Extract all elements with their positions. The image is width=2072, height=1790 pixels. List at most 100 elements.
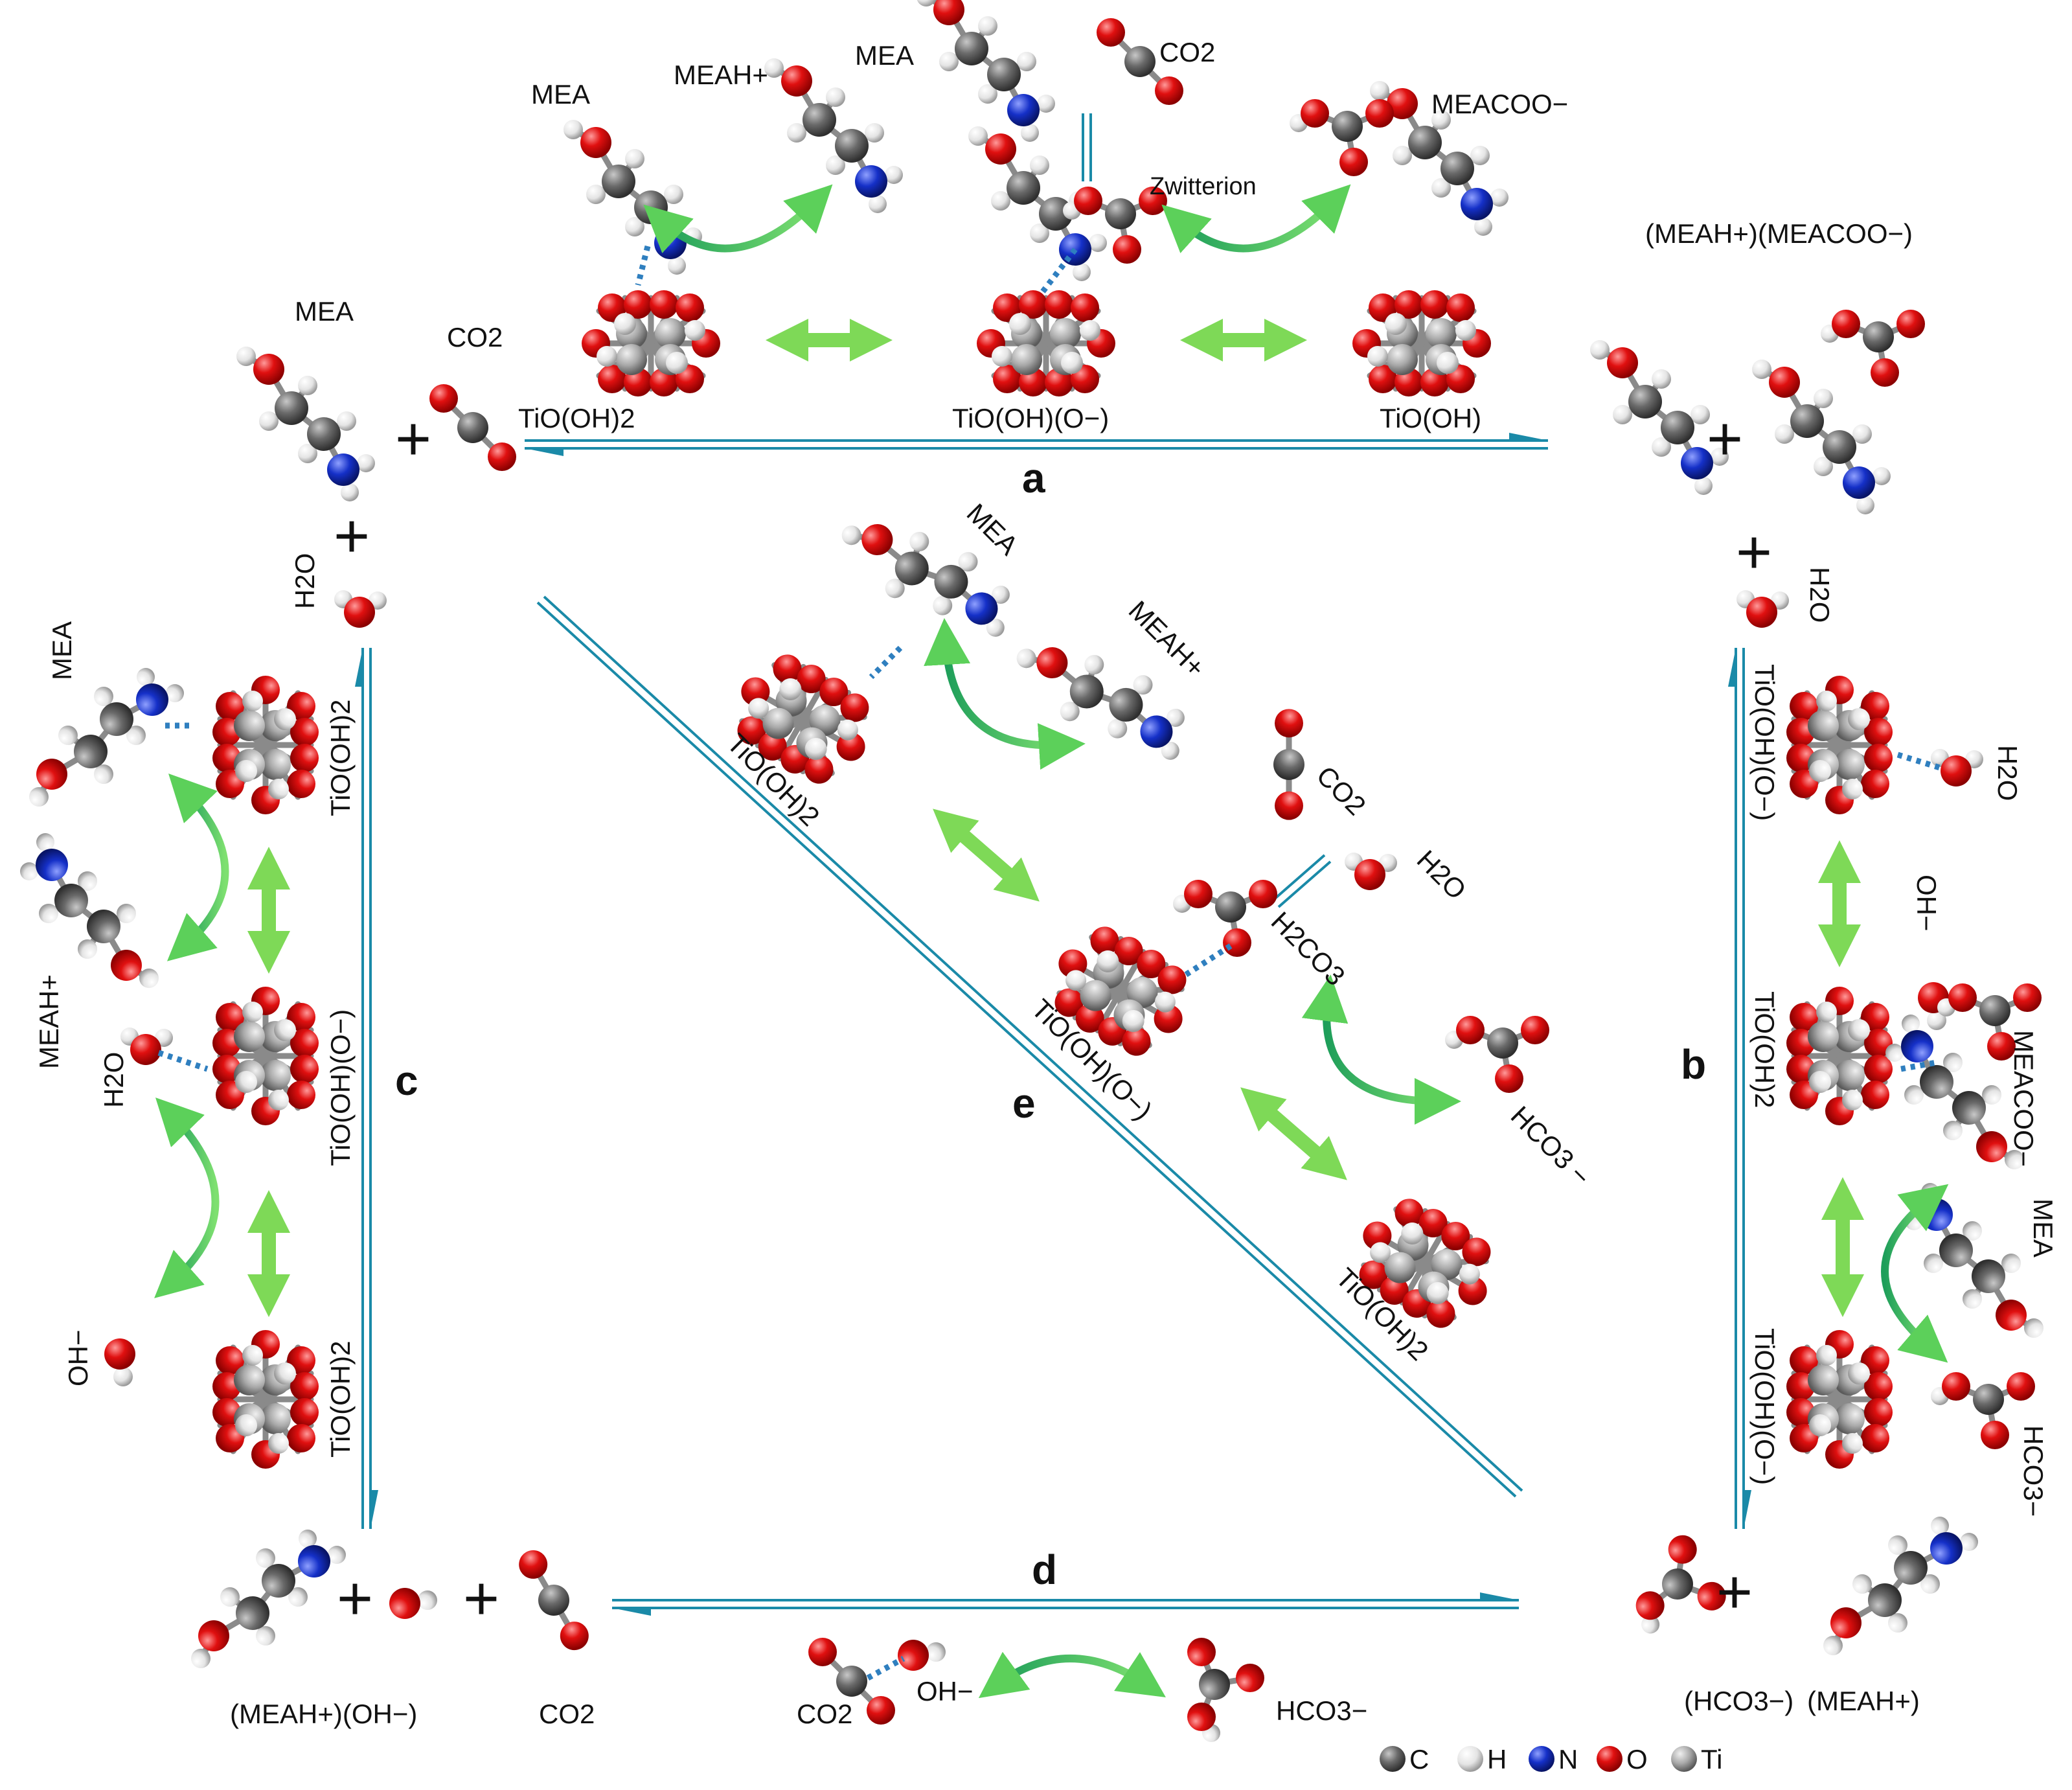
label-co2: CO2 — [539, 1699, 595, 1729]
plus-sign: + — [1716, 1557, 1753, 1627]
label-meah: MEAH+ — [34, 974, 64, 1069]
label-mea: MEA — [2028, 1199, 2058, 1257]
label-surface: TiO(OH)2 — [325, 1341, 356, 1458]
plus-sign: + — [334, 501, 370, 571]
label-surface: TiO(OH)(O−) — [325, 1009, 356, 1166]
meacoo-molecule — [1752, 360, 1891, 514]
label-co2: CO2 — [1311, 760, 1372, 821]
legend-swatch-ti — [1671, 1746, 1697, 1772]
label-product: (MEAH+)(MEACOO−) — [1645, 218, 1913, 249]
surface-cluster — [212, 987, 319, 1125]
surface-cluster — [1786, 987, 1893, 1125]
panel-d: + + + d (MEAH+)(OH−) CO2 CO2 OH− HCO3− (… — [191, 1517, 1978, 1742]
water-molecule — [1345, 853, 1397, 890]
panel-label-d: d — [1032, 1546, 1057, 1593]
legend-swatch-c — [1380, 1746, 1406, 1772]
label-co2: CO2 — [1159, 37, 1215, 67]
meah-molecule — [20, 833, 159, 988]
panel-label-e: e — [1012, 1080, 1036, 1127]
label-oh: OH− — [916, 1676, 973, 1706]
mea-molecule — [29, 668, 184, 807]
label-product-hco3: (HCO3−) — [1684, 1686, 1793, 1716]
plus-sign: + — [1707, 404, 1743, 474]
label-oh: OH− — [1911, 875, 1942, 932]
label-surface: TiO(OH)2 — [325, 700, 356, 816]
label-h2o: H2O — [1992, 745, 2023, 801]
legend-swatch-o — [1597, 1746, 1622, 1772]
legend-swatch-h — [1457, 1746, 1483, 1772]
panel-b: TiO(OH)(O−) H2O OH− TiO(OH)2 b MEACOO− M… — [1681, 664, 2058, 1517]
meah-molecule — [764, 58, 903, 213]
label-zwitterion: Zwitterion — [1150, 173, 1257, 200]
plus-sign: + — [1736, 518, 1772, 587]
atom-legend: C H N O Ti — [1380, 1744, 1722, 1774]
legend-label-h: H — [1487, 1744, 1507, 1774]
hydroxide-molecule — [104, 1338, 135, 1386]
bicarbonate-molecule — [1445, 1016, 1549, 1093]
co2-molecule — [501, 1547, 607, 1653]
mea-molecule — [564, 120, 702, 275]
co2-molecule — [429, 384, 516, 471]
panel-label-b: b — [1681, 1041, 1706, 1088]
label-co2: CO2 — [797, 1699, 852, 1729]
hydroxide-molecule — [898, 1640, 946, 1671]
label-oh: OH− — [63, 1329, 93, 1386]
surface-cluster — [716, 638, 889, 799]
legend-label-o: O — [1626, 1744, 1648, 1774]
water-molecule — [1736, 590, 1789, 628]
hydroxide-molecule — [389, 1588, 437, 1619]
surface-cluster — [1786, 1330, 1893, 1469]
label-mea: MEA — [531, 79, 590, 109]
legend-swatch-n — [1529, 1746, 1554, 1772]
surface-cluster — [1786, 676, 1893, 814]
legend-label-n: N — [1558, 1744, 1578, 1774]
panel-e: MEA MEAH+ TiO(OH)2 CO2 H2O H2CO3 TiO(OH)… — [716, 482, 1597, 1366]
panel-label-a: a — [1022, 455, 1045, 501]
legend-label-ti: Ti — [1701, 1744, 1722, 1774]
label-mea: MEA — [961, 498, 1025, 561]
label-h2o: H2O — [290, 553, 320, 609]
label-surface: TiO(OH)(O−) — [952, 403, 1109, 433]
label-surface: TiO(OH)(O−) — [1749, 1328, 1780, 1485]
meacoo-carboxyl — [1821, 310, 1925, 387]
mea-molecule — [236, 347, 375, 501]
label-surface: TiO(OH)2 — [518, 403, 635, 433]
label-surface: TiO(OH) — [1380, 403, 1481, 433]
label-surface: TiO(OH)(O−) — [1749, 664, 1780, 821]
water-molecule — [334, 590, 387, 628]
meah-molecule — [191, 1530, 346, 1668]
surface-cluster — [212, 676, 319, 814]
carbonic-acid-molecule — [1173, 880, 1277, 957]
mea-molecule — [916, 0, 1055, 142]
label-mea: MEA — [855, 40, 914, 71]
label-mea: MEA — [47, 621, 77, 680]
plus-sign: + — [395, 404, 431, 474]
label-h2o: H2O — [1411, 844, 1472, 905]
surface-cluster — [1338, 1182, 1511, 1344]
meacoo-carboxyl — [1290, 99, 1394, 176]
equilibrium-arrows — [355, 113, 1751, 1616]
product-top-right: + + (MEAH+)(MEACOO−) H2O — [1590, 218, 1925, 628]
legend-label-c: C — [1409, 1744, 1429, 1774]
surface-cluster — [1352, 290, 1491, 396]
label-hco3: HCO3− — [1276, 1695, 1367, 1726]
label-meacoo: MEACOO− — [2009, 1030, 2039, 1167]
label-hco3: HCO3− — [2018, 1425, 2049, 1517]
label-co2: CO2 — [447, 322, 503, 352]
label-h2o: H2O — [98, 1052, 129, 1108]
label-h2co3: H2CO3 — [1266, 906, 1351, 991]
meah-molecule — [1823, 1517, 1978, 1655]
label-surface: TiO(OH)2 — [1749, 991, 1780, 1108]
panel-c: MEA TiO(OH)2 MEAH+ H2O TiO(OH)(O−) c OH−… — [20, 621, 418, 1469]
panel-label-c: c — [395, 1057, 418, 1104]
label-mea: MEA — [295, 296, 354, 327]
label-hco3: HCO3 − — [1505, 1100, 1597, 1191]
surface-cluster — [582, 290, 720, 396]
surface-cluster — [212, 1330, 319, 1469]
bicarbonate-molecule — [1187, 1638, 1264, 1742]
reactants-top-left: + + MEA CO2 H2O — [236, 296, 516, 628]
surface-cluster — [977, 290, 1115, 396]
label-product-meah: (MEAH+) — [1807, 1686, 1920, 1716]
plus-sign: + — [463, 1564, 499, 1633]
